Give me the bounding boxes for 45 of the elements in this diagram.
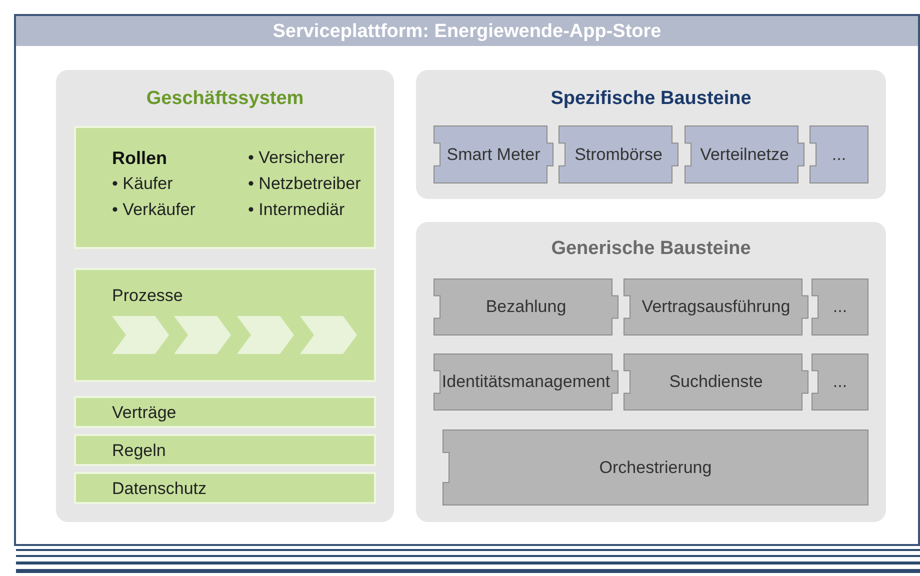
building-block	[559, 126, 678, 183]
block-label: Suchdienste	[668, 372, 764, 392]
roles-box	[74, 126, 376, 249]
block-label: Bezahlung	[484, 297, 568, 317]
layer-label: Verträge	[112, 403, 176, 423]
building-block	[434, 126, 553, 183]
platform-title: Serviceplattform: Energiewende-App-Store	[272, 21, 662, 43]
building-block	[812, 279, 868, 335]
layer-box	[74, 396, 376, 428]
block-label: Verteilnetze	[699, 144, 790, 164]
block-label: Vertragsausführung	[640, 297, 792, 317]
panel	[56, 70, 394, 522]
role-item: • Intermediär	[248, 200, 345, 220]
building-block	[443, 430, 868, 505]
building-block	[434, 279, 618, 335]
building-block	[685, 126, 804, 183]
panel-title: Spezifische Bausteine	[550, 88, 752, 110]
building-block	[434, 354, 618, 410]
role-item: • Verkäufer	[112, 200, 196, 220]
block-label: Strombörse	[574, 144, 664, 164]
building-block	[624, 354, 808, 410]
roles-heading: Rollen	[112, 148, 168, 169]
layer-label: Regeln	[112, 441, 166, 461]
role-item: • Käufer	[112, 174, 173, 194]
role-item: • Versicherer	[248, 148, 345, 168]
building-block	[810, 126, 868, 183]
building-block	[624, 279, 808, 335]
block-label: ...	[832, 372, 848, 392]
panel-title: Geschäftssystem	[145, 88, 305, 110]
block-label: ...	[832, 297, 848, 317]
layer-label: Datenschutz	[112, 479, 206, 499]
block-label: Smart Meter	[446, 144, 542, 164]
layer-box	[74, 434, 376, 466]
panel	[416, 70, 886, 199]
layer-box	[74, 472, 376, 504]
block-label: Orchestrierung	[598, 458, 713, 478]
panel	[416, 222, 886, 522]
block-label: ...	[830, 144, 848, 164]
role-item: • Netzbetreiber	[248, 174, 361, 194]
panel-title: Generische Bausteine	[550, 238, 752, 260]
process-label: Prozesse	[112, 286, 183, 306]
process-box	[74, 268, 376, 382]
building-block	[812, 354, 868, 410]
platform-frame	[14, 14, 920, 546]
block-label: Identitätsmanagement	[440, 372, 612, 392]
